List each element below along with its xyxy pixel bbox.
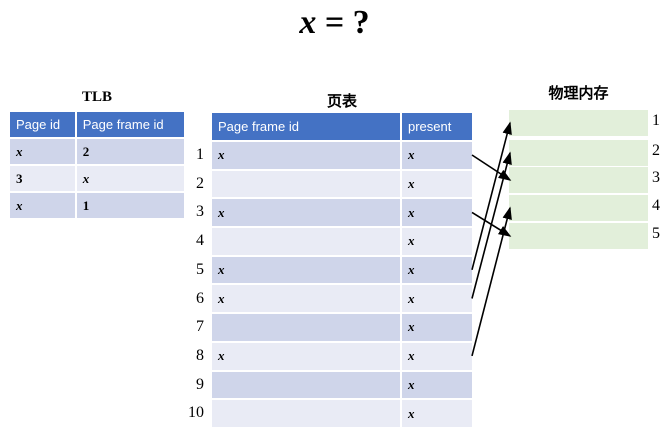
mapping-arrow	[471, 206, 512, 357]
pt-present-cell: x	[402, 228, 472, 255]
pt-header: Page frame id	[212, 113, 400, 140]
frame-number: 1	[652, 112, 660, 129]
mapping-arrow	[471, 151, 512, 299]
tlb-cell: 2	[76, 139, 184, 164]
pt-frame-cell: x	[212, 199, 400, 227]
tlb-cell: 1	[76, 193, 184, 218]
tlb-cell: x	[10, 193, 75, 218]
title-variable: x	[299, 4, 317, 41]
page-number: 4	[196, 232, 204, 250]
memory-frame	[509, 167, 648, 193]
pt-frame-cell	[212, 314, 400, 341]
memory-frame	[509, 110, 648, 136]
frame-number: 3	[652, 169, 660, 186]
pt-present-cell: x	[402, 342, 472, 370]
table-row: x	[212, 314, 472, 341]
memory-frame	[509, 140, 648, 166]
page-number: 2	[196, 174, 204, 192]
pt-present-cell: x	[402, 199, 472, 227]
frame-number: 4	[652, 197, 660, 214]
page-number: 8	[196, 346, 204, 364]
page-number: 1	[196, 146, 204, 163]
page-number: 10	[188, 404, 204, 422]
pt-present-cell: x	[402, 256, 472, 284]
tlb-header: Page frame id	[76, 112, 184, 137]
table-row: x	[212, 400, 472, 427]
page-number: 9	[196, 375, 204, 393]
pt-frame-cell	[212, 400, 400, 427]
tlb-header: Page id	[10, 112, 75, 137]
pt-header: present	[402, 113, 472, 140]
pt-frame-cell: x	[212, 142, 400, 169]
memory-caption: 物理内存	[548, 85, 609, 102]
pt-present-cell: x	[402, 142, 472, 169]
pt-frame-cell: x	[212, 256, 400, 284]
pt-frame-cell	[212, 371, 400, 399]
page-table-caption: 页表	[326, 93, 357, 110]
tlb-cell: x	[10, 139, 75, 164]
frame-number: 2	[652, 142, 660, 159]
table-row: x	[212, 371, 472, 399]
pt-frame-cell: x	[212, 342, 400, 370]
title-rest: = ?	[316, 4, 370, 41]
tlb-cell: 3	[10, 166, 75, 191]
memory-frame	[509, 223, 648, 249]
tlb-cell: x	[76, 166, 184, 191]
slide-title: x = ?	[0, 4, 669, 42]
page-number: 7	[196, 318, 204, 336]
mapping-arrow	[471, 121, 512, 271]
pt-present-cell: x	[402, 314, 472, 341]
pt-frame-cell: x	[212, 285, 400, 313]
pt-present-cell: x	[402, 400, 472, 427]
page-number: 3	[196, 203, 204, 221]
pt-present-cell: x	[402, 371, 472, 399]
page-number: 6	[196, 289, 204, 307]
pt-frame-cell	[212, 170, 400, 198]
pt-present-cell: x	[402, 285, 472, 313]
frame-number: 5	[652, 225, 660, 242]
pt-present-cell: x	[402, 170, 472, 198]
memory-frame	[509, 195, 648, 221]
table-row: x	[212, 170, 472, 198]
page-number: 5	[196, 260, 204, 278]
pt-frame-cell	[212, 228, 400, 255]
table-row: x	[212, 228, 472, 255]
tlb-caption: TLB	[81, 89, 112, 105]
